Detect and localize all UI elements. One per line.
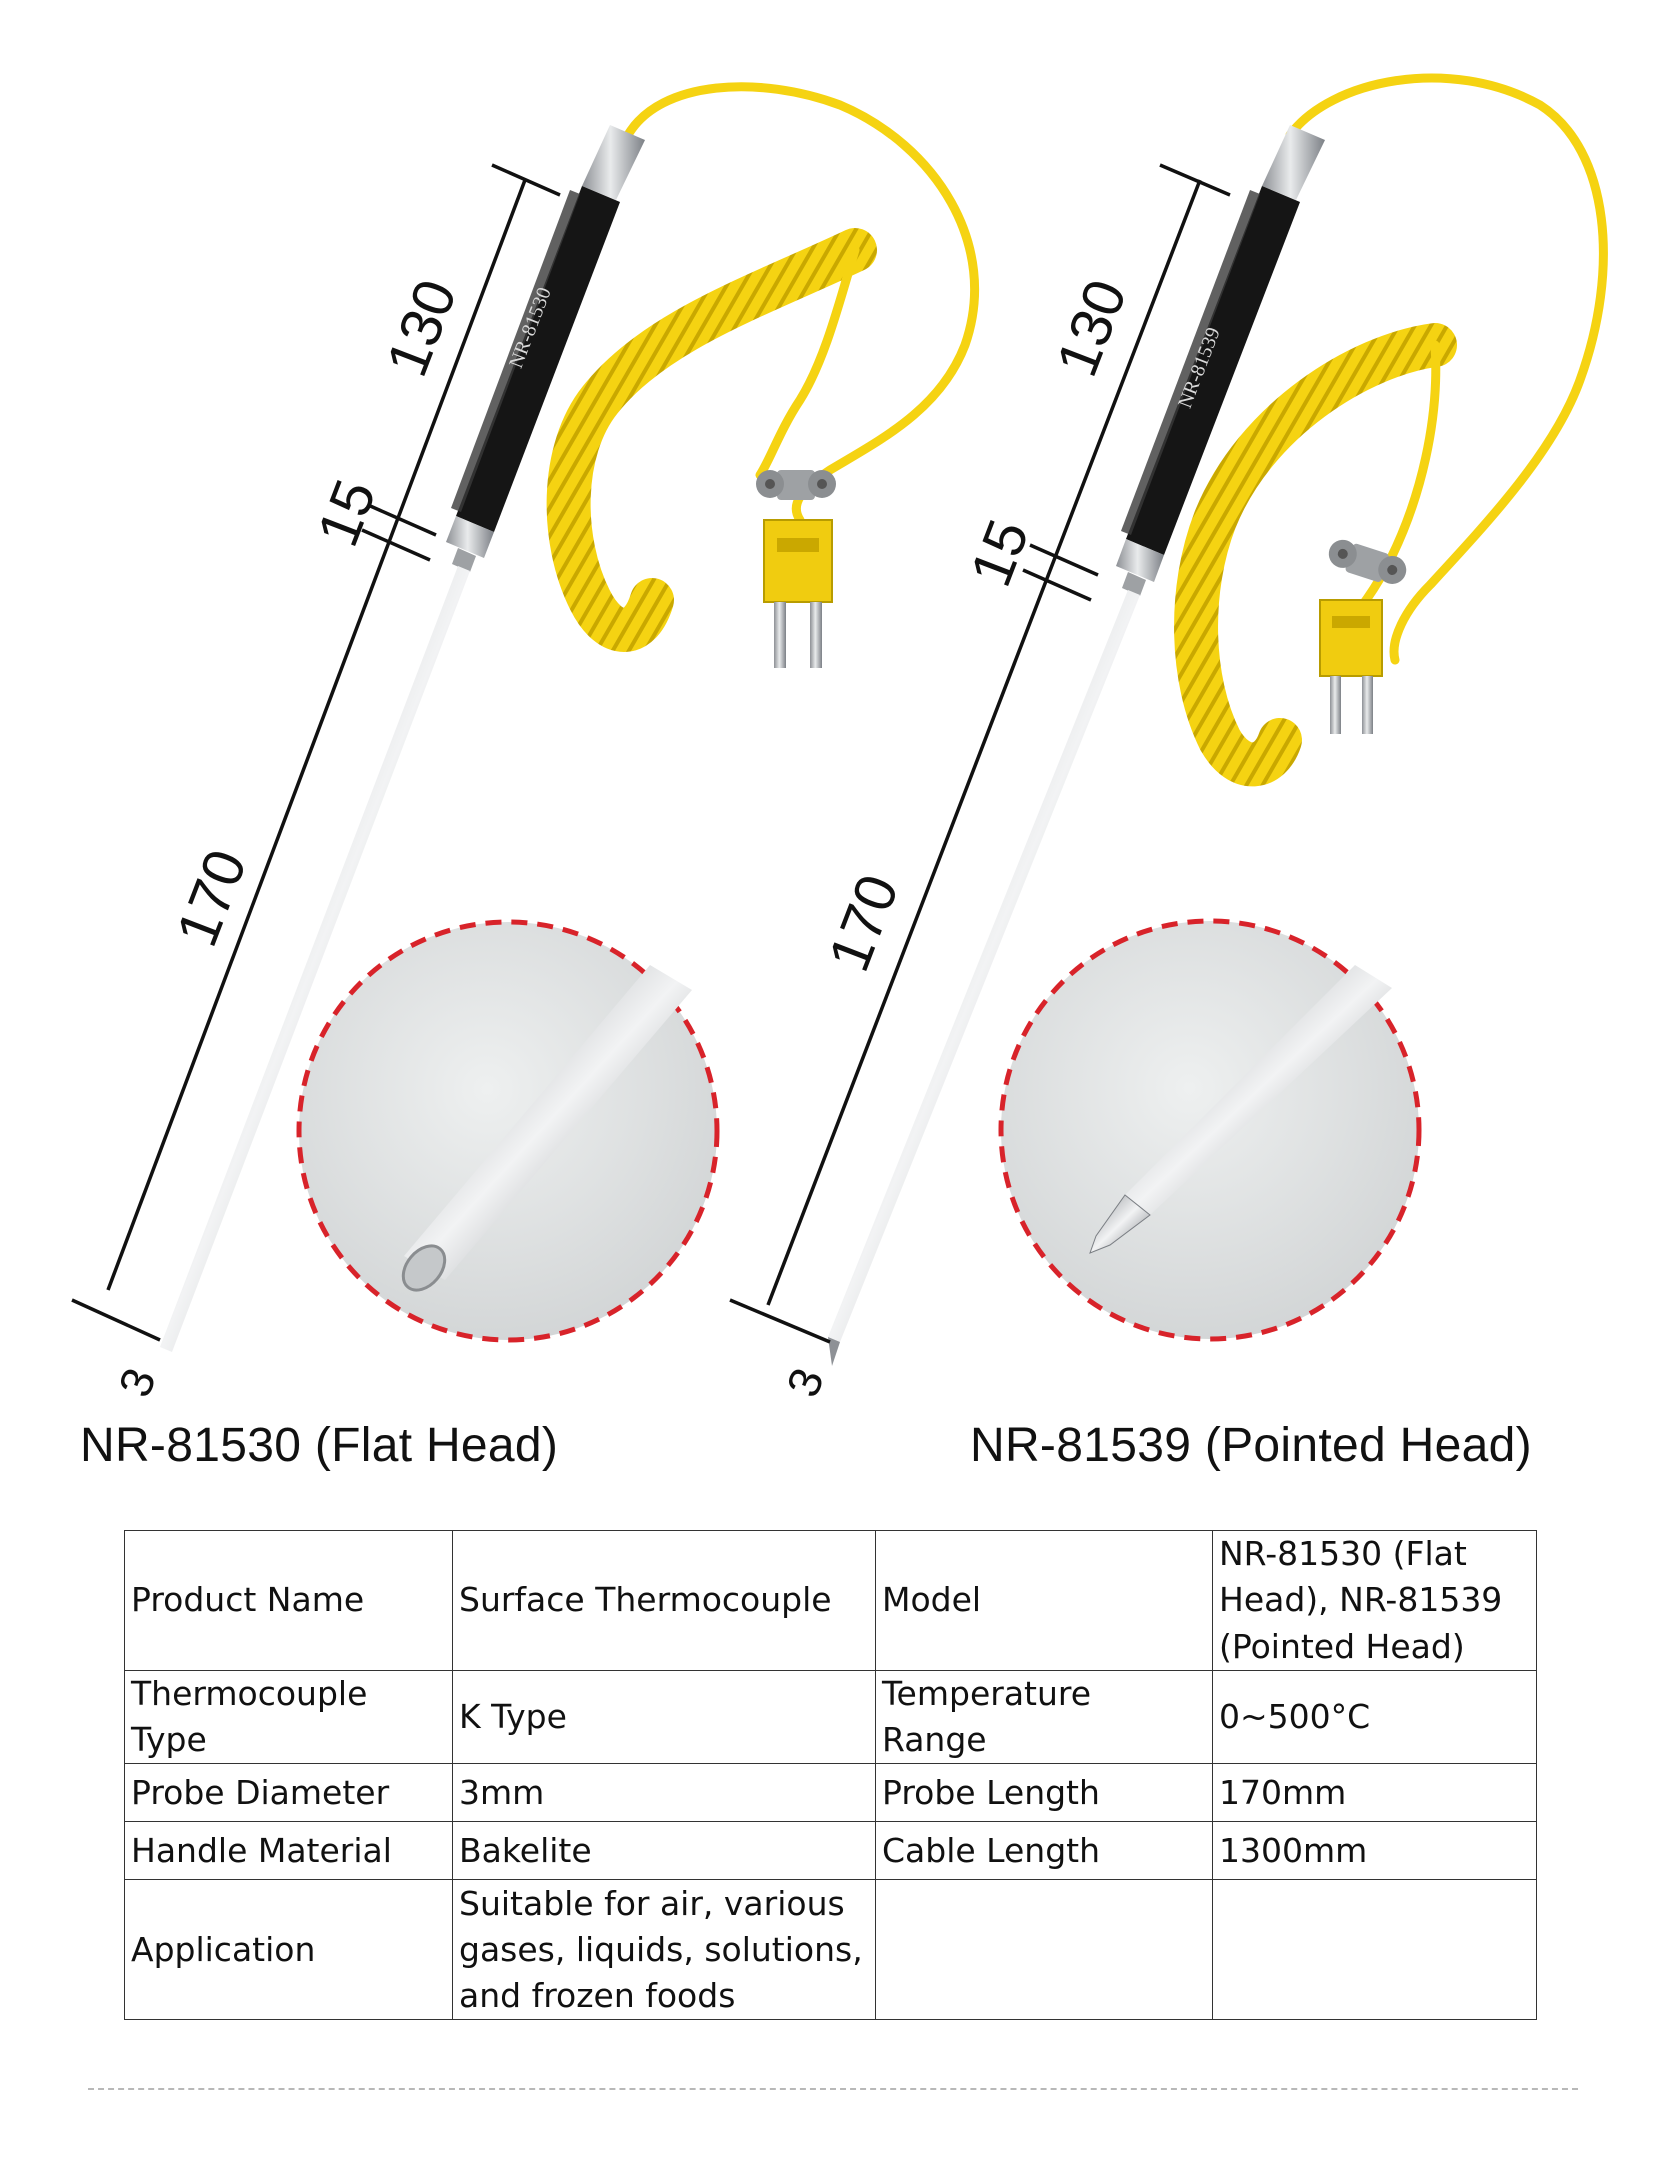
dashed-divider [88, 2088, 1578, 2090]
table-row: Thermocouple Type K Type Temperature Ran… [124, 1669, 1537, 1765]
table-row: Application Suitable for air, various ga… [124, 1879, 1537, 2021]
dimension-diameter: 3 [108, 1361, 166, 1404]
dimension-collar-length: 15 [305, 471, 389, 555]
coiled-cable [546, 228, 877, 652]
caption-pointed-head: NR-81539 (Pointed Head) [970, 1419, 1532, 1472]
yellow-cable [1285, 73, 1608, 665]
probe-pointed-head: NR-81539 130 15 170 3 [729, 73, 1608, 1404]
yellow-cable [623, 82, 979, 525]
mini-connector-icon [756, 470, 836, 668]
probe-rod [828, 590, 1140, 1342]
probe-rod [160, 566, 470, 1352]
coiled-cable [1174, 323, 1457, 787]
dimension-probe-length: 170 [816, 866, 911, 980]
spec-value: 170mm [1212, 1763, 1537, 1823]
spec-label: Probe Diameter [124, 1763, 453, 1823]
spec-label: Temperature Range [875, 1669, 1213, 1765]
spec-label: Model [875, 1530, 1213, 1671]
spec-label: Thermocouple Type [124, 1669, 453, 1765]
spec-value: Bakelite [452, 1821, 876, 1881]
dimension-lines [729, 163, 1231, 1344]
spec-value: NR-81530 (Flat Head), NR-81539 (Pointed … [1212, 1530, 1537, 1671]
spec-value: 0~500°C [1212, 1669, 1537, 1765]
dimension-probe-length: 170 [164, 841, 259, 955]
spec-table: Product Name Surface Thermocouple Model … [124, 1530, 1537, 2021]
spec-value: 3mm [452, 1763, 876, 1823]
spec-value: K Type [452, 1669, 876, 1765]
spec-label [875, 1879, 1213, 2021]
spec-label: Probe Length [875, 1763, 1213, 1823]
mini-connector-icon [1328, 539, 1407, 584]
probe-flat-head: NR-81530 130 15 170 3 [71, 82, 979, 1404]
spec-label: Product Name [124, 1530, 453, 1671]
spec-value: Surface Thermocouple [452, 1530, 876, 1671]
dimension-handle-length: 130 [1044, 271, 1139, 385]
caption-flat-head: NR-81530 (Flat Head) [80, 1419, 559, 1472]
zoom-flat-tip [296, 919, 720, 1343]
zoom-pointed-tip [998, 918, 1422, 1342]
table-row: Product Name Surface Thermocouple Model … [124, 1530, 1537, 1671]
spec-value: Suitable for air, various gases, liquids… [452, 1879, 876, 2021]
dimension-collar-length: 15 [958, 511, 1042, 595]
spec-label: Application [124, 1879, 453, 2021]
spec-label: Handle Material [124, 1821, 453, 1881]
table-row: Handle Material Bakelite Cable Length 13… [124, 1821, 1537, 1881]
spec-value [1212, 1879, 1537, 2021]
handle [1126, 186, 1300, 555]
table-row: Probe Diameter 3mm Probe Length 170mm [124, 1763, 1537, 1823]
dimension-diameter: 3 [776, 1361, 834, 1404]
handle [456, 186, 620, 532]
dimension-lines [71, 163, 561, 1342]
spec-value: 1300mm [1212, 1821, 1537, 1881]
spec-label: Cable Length [875, 1821, 1213, 1881]
product-figure: NR-81530 130 15 170 3 [71, 73, 1608, 1404]
